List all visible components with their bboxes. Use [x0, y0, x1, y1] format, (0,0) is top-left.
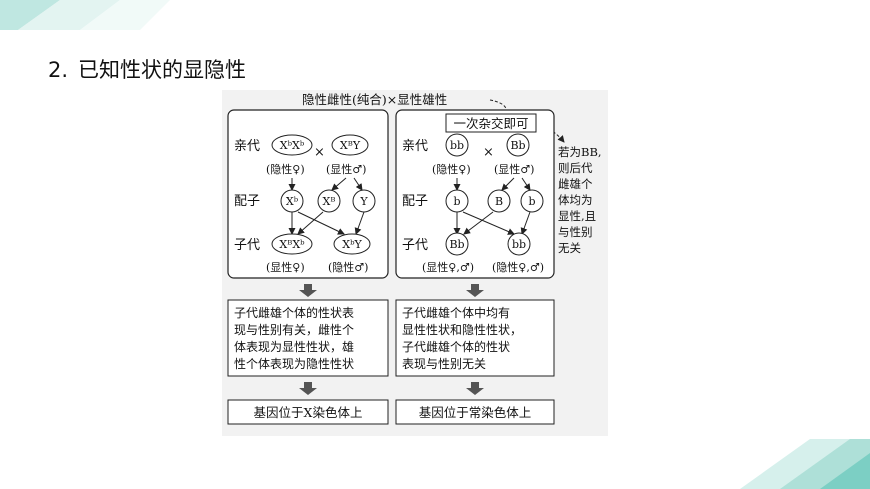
right-gamete1: b — [453, 195, 460, 208]
right-result-box — [395, 399, 555, 425]
top-label: 隐性雌性(纯合)×显性雄性 — [302, 92, 447, 107]
left-conclusion-line: 子代雌雄个体的性状表 — [234, 305, 354, 320]
right-parent2: Bb — [510, 139, 525, 152]
left-result-box — [227, 399, 389, 425]
diagram-canvas: 隐性雌性(纯合)×显性雄性 亲代 配子 子代 × XᵇXᵇ (隐性♀) XᴮY … — [227, 92, 602, 425]
left-parent2-oval — [331, 134, 369, 156]
genetics-diagram: 隐性雌性(纯合)×显性雄性 亲代 配子 子代 × XᵇXᵇ (隐性♀) XᴮY … — [222, 90, 608, 436]
right-arrow-p2-g2 — [501, 177, 515, 191]
right-arrow-p2-g3 — [521, 177, 531, 191]
left-child1-pheno: (显性♀) — [266, 260, 305, 274]
right-conclusion-line: 子代雌雄个体的性状 — [402, 339, 510, 354]
section-heading: 2. 已知性状的显隐性 — [48, 54, 246, 84]
left-cross-sign: × — [314, 145, 325, 160]
one-cross-label: 一次杂交即可 — [453, 116, 528, 131]
left-arrow-p2-g3 — [353, 177, 363, 191]
right-arrow-g3-c2 — [520, 211, 531, 235]
side-note-line: 则后代 — [558, 161, 593, 175]
left-result: 基因位于X染色体上 — [254, 405, 363, 420]
right-down-arrow-2 — [466, 382, 484, 395]
left-arrow-g1-c2 — [297, 211, 345, 235]
left-gamete3: Y — [359, 195, 368, 208]
right-parent1-pheno: (隐性♀) — [432, 162, 471, 176]
right-parent2-circle — [506, 133, 530, 157]
right-row-parent: 亲代 — [402, 139, 428, 154]
right-child2: bb — [512, 238, 526, 251]
left-child1-oval — [271, 233, 313, 255]
left-row-child: 子代 — [234, 238, 260, 253]
left-parent2: XᴮY — [340, 139, 361, 152]
right-child1-circle — [445, 232, 469, 256]
left-child2-pheno: (隐性♂) — [328, 260, 368, 274]
right-conclusion-line: 显性性状和隐性性状， — [402, 323, 522, 337]
right-result: 基因位于常染色体上 — [419, 405, 532, 420]
right-conclusion-line: 表现与性别无关 — [402, 357, 486, 371]
side-note-line: 显性,且 — [558, 209, 596, 223]
right-down-arrow-1 — [466, 284, 484, 297]
left-arrow-g2-c1 — [297, 211, 324, 235]
right-gamete3-circle — [520, 189, 544, 213]
left-down-arrow-2 — [299, 382, 317, 395]
left-row-parent: 亲代 — [234, 139, 260, 154]
right-gamete3: b — [528, 195, 535, 208]
top-left-decoration — [0, 0, 170, 30]
left-parent1-oval — [271, 134, 313, 156]
right-arrow-g2-c1 — [463, 211, 494, 235]
right-conclusion-line: 子代雌雄个体中均有 — [402, 305, 510, 320]
right-parent2-pheno: (显性♂) — [494, 162, 534, 176]
one-cross-box — [445, 113, 537, 133]
right-parent1-circle — [445, 133, 469, 157]
left-conclusion-line: 性个体表现为隐性性状 — [234, 357, 354, 371]
right-gamete2-circle — [487, 189, 511, 213]
side-note-line: 若为BB, — [558, 145, 602, 159]
right-child2-pheno: (隐性♀,♂) — [492, 260, 544, 274]
left-gamete2: Xᴮ — [323, 195, 336, 208]
left-conclusion-box — [227, 299, 389, 377]
right-row-gamete: 配子 — [402, 194, 428, 209]
left-row-gamete: 配子 — [234, 194, 260, 209]
left-child2-oval — [333, 233, 371, 255]
side-note: 若为BB, 则后代 雌雄个 体均为 显性,且 与性别 无关 — [558, 145, 602, 255]
left-conclusion-line: 现与性别有关，雌性个 — [234, 322, 354, 337]
right-parent1: bb — [450, 139, 464, 152]
right-child1-pheno: (显性♀,♂) — [422, 260, 474, 274]
left-child1: XᴮXᵇ — [279, 238, 305, 251]
left-conclusion-line: 体表现为显性性状，雄 — [234, 339, 354, 354]
right-conclusion-box — [395, 299, 555, 377]
right-cross-sign: × — [483, 145, 494, 160]
left-gamete2-circle — [317, 189, 341, 213]
left-arrow-g3-c2 — [354, 211, 365, 235]
left-parent2-pheno: (显性♂) — [326, 162, 366, 176]
left-child2: XᵇY — [342, 238, 362, 251]
side-note-line: 体均为 — [558, 193, 593, 207]
heading-text: 已知性状的显隐性 — [78, 58, 247, 82]
left-gamete1: Xᵇ — [286, 195, 299, 208]
left-parent1: XᵇXᵇ — [280, 139, 305, 152]
bottom-right-decoration — [740, 439, 870, 489]
left-parent1-pheno: (隐性♀) — [266, 162, 305, 176]
right-gamete2: B — [495, 195, 503, 208]
side-note-line: 与性别 — [558, 225, 593, 239]
right-child1: Bb — [449, 238, 464, 251]
heading-number: 2. — [48, 58, 69, 82]
right-arrow-g1-c2 — [462, 211, 515, 235]
side-note-line: 雌雄个 — [558, 177, 593, 191]
left-arrow-p2-g2 — [331, 177, 347, 191]
left-down-arrow-1 — [299, 284, 317, 297]
side-note-line: 无关 — [558, 241, 581, 255]
right-child2-circle — [507, 232, 531, 256]
right-row-child: 子代 — [402, 238, 428, 253]
